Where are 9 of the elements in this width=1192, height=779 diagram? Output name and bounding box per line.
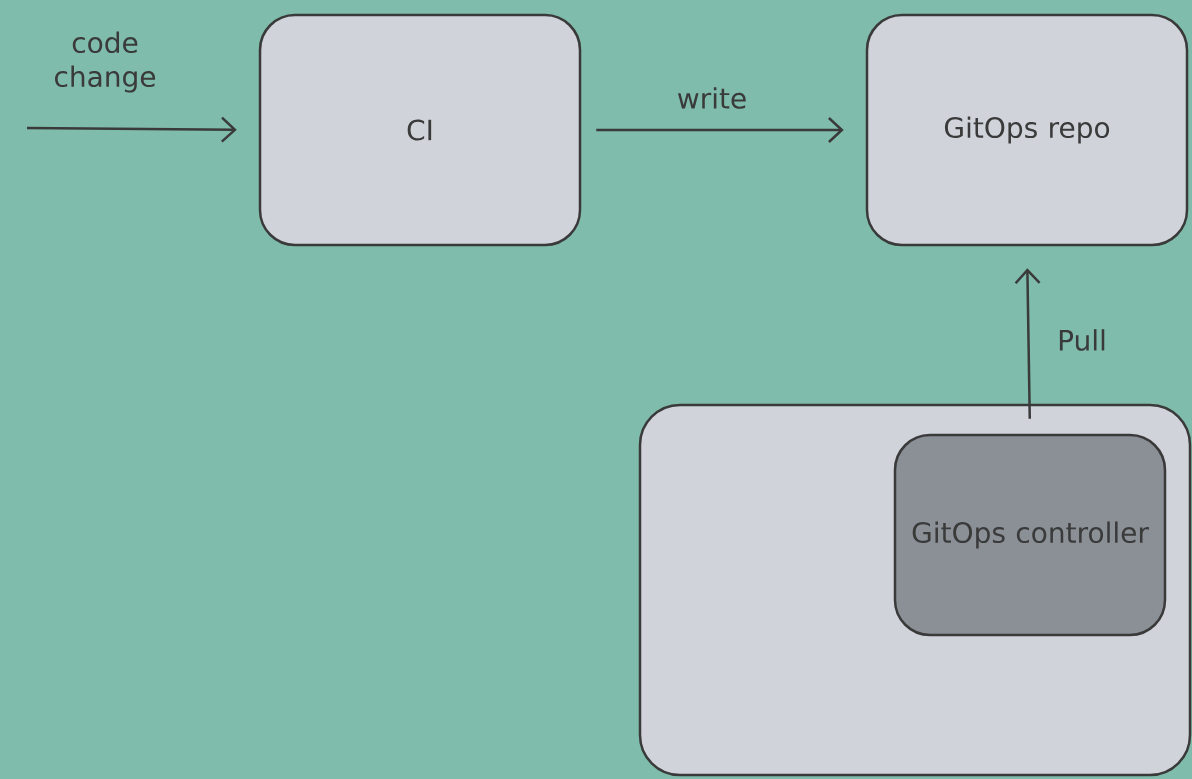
edge-label: Pull — [1059, 329, 1105, 351]
arrow — [1014, 268, 1041, 419]
arrow — [596, 117, 844, 143]
edge-label: code change — [55, 31, 156, 93]
edge-label: write — [678, 87, 746, 109]
process-box: GitOps controller — [893, 433, 1167, 637]
arrow — [27, 116, 237, 143]
process-box: GitOps repo — [865, 13, 1189, 247]
process-box: CI — [258, 13, 582, 247]
